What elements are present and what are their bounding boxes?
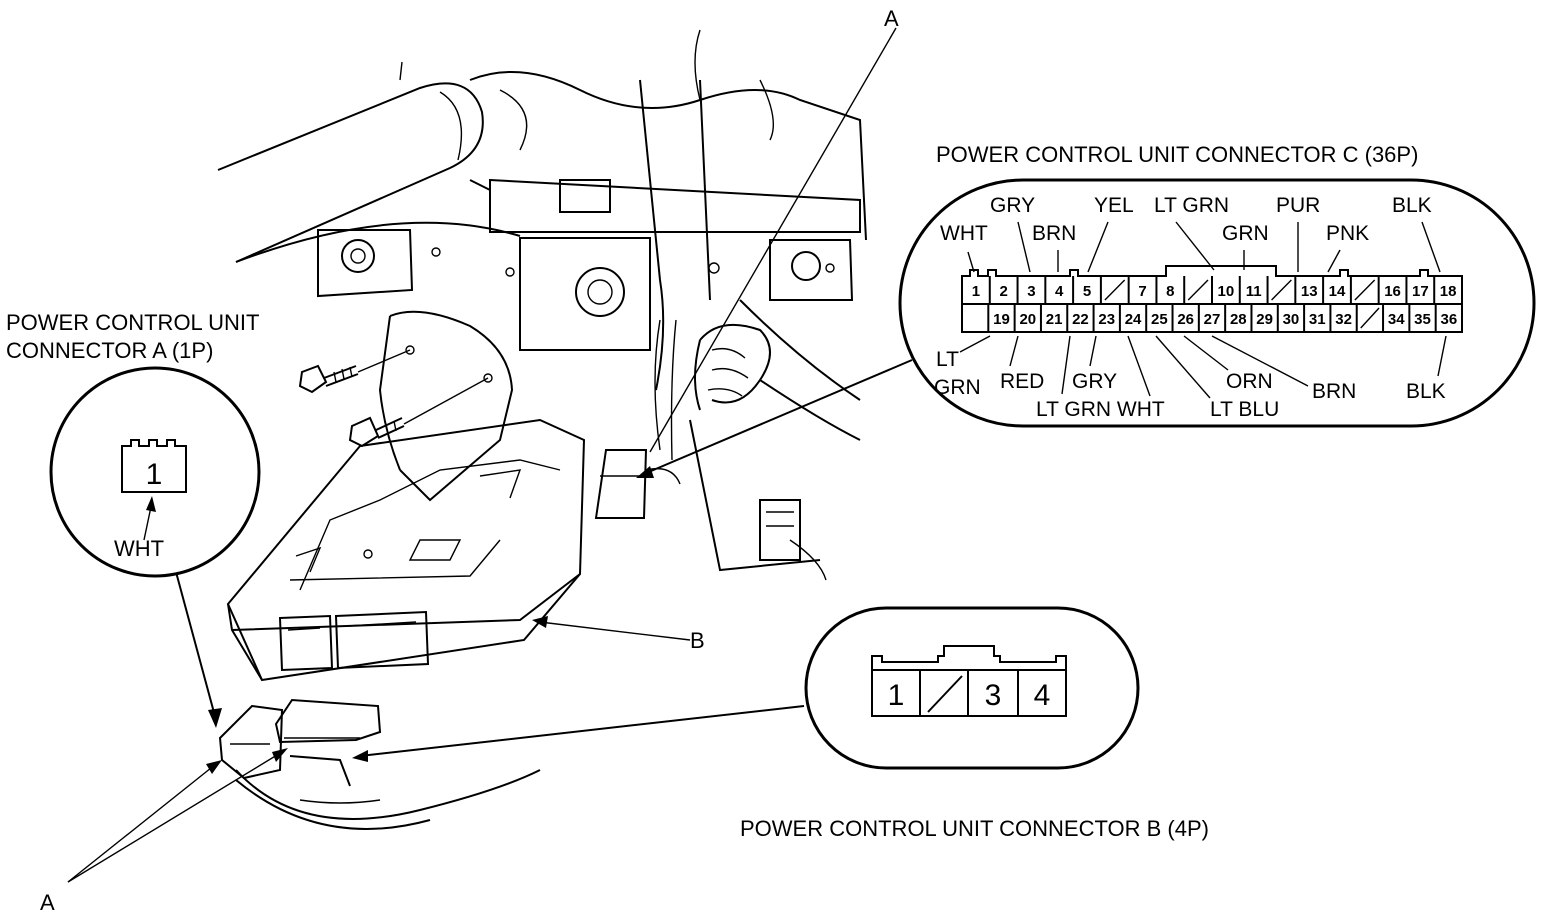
connector-a-title-line1: POWER CONTROL UNIT [6, 310, 259, 335]
connector-c-row2: 19 20 21 22 23 24 25 26 27 28 29 30 31 32 34 35 36 [987, 304, 1457, 332]
connector-a-title-line2: CONNECTOR A (1P) [6, 338, 213, 363]
connector-c-pin-19: 19 [993, 311, 1010, 328]
connector-c-pin-3: 3 [1027, 283, 1035, 300]
connector-b-face [871, 645, 1067, 717]
connector-b-pin-1: 1 [888, 679, 905, 712]
connector-c-pin-35: 35 [1414, 311, 1431, 328]
connector-c-pin-29: 29 [1256, 311, 1273, 328]
connector-c-face [961, 265, 1463, 333]
connector-c-pin-11: 11 [1246, 283, 1262, 300]
connector-c-title: POWER CONTROL UNIT CONNECTOR C (36P) [936, 142, 1418, 167]
blank-pin-slash [1354, 279, 1376, 301]
connector-a-pin: 1 [146, 458, 163, 491]
wire-label-blk-bottom: BLK [1406, 380, 1446, 403]
connector-c-row1: 1 2 3 4 5 7 8 10 11 13 14 16 17 18 [972, 276, 1457, 304]
wire-label-brn-top: BRN [1032, 222, 1076, 245]
wire-label-lt-grn-wht: LT GRN WHT [1036, 398, 1165, 421]
wire-label-wht: WHT [940, 222, 988, 245]
callout-lines [67, 27, 913, 883]
connector-c-pin-18: 18 [1440, 283, 1457, 300]
connector-c-pin-22: 22 [1072, 311, 1089, 328]
connector-c-pin-4: 4 [1055, 283, 1064, 300]
connector-c-pin-28: 28 [1230, 311, 1247, 328]
wire-label-brn-bottom: BRN [1312, 380, 1356, 403]
connector-c-pin-23: 23 [1098, 311, 1115, 328]
blank-pin-slash [1360, 307, 1380, 329]
wire-label-blk-top: BLK [1392, 194, 1432, 217]
blank-pin-slash [1104, 279, 1126, 301]
connector-c-pin-27: 27 [1204, 311, 1221, 328]
connector-b-title: POWER CONTROL UNIT CONNECTOR B (4P) [740, 816, 1209, 841]
connector-a-detail: 1 WHT [49, 366, 261, 578]
connector-c-pin-26: 26 [1177, 311, 1194, 328]
wire-label-red: RED [1000, 370, 1044, 393]
connector-c-pin-25: 25 [1151, 311, 1168, 328]
connector-c-pin-34: 34 [1388, 311, 1405, 328]
connector-c-pin-2: 2 [999, 283, 1007, 300]
connector-b-pin-4: 4 [1034, 679, 1051, 712]
connector-c-pin-17: 17 [1412, 283, 1429, 300]
connector-b-detail: 1 3 4 [804, 606, 1140, 770]
bottom-leader-lines [959, 335, 1447, 399]
wire-label-yel: YEL [1094, 194, 1134, 217]
connector-c-pin-30: 30 [1283, 311, 1300, 328]
top-leader-lines [967, 221, 1441, 273]
wire-label-gry-bottom: GRY [1072, 370, 1117, 393]
wire-label-orn: ORN [1226, 370, 1273, 393]
connector-c-pin-36: 36 [1440, 311, 1457, 328]
blank-pin-slash [1187, 279, 1209, 301]
connector-a-wire: WHT [114, 536, 164, 561]
connector-c-pin-13: 13 [1301, 283, 1318, 300]
connector-c-pin-24: 24 [1125, 311, 1142, 328]
wire-label-lt-grn-bottom-1: LT [936, 348, 959, 371]
callout-a-bottom: A [40, 890, 55, 915]
connector-c-pin-20: 20 [1019, 311, 1036, 328]
connector-c-pin-21: 21 [1046, 311, 1063, 328]
wire-label-grn: GRN [1222, 222, 1269, 245]
wire-label-lt-blu: LT BLU [1210, 398, 1279, 421]
connector-b-pin-3: 3 [985, 679, 1002, 712]
callout-b: B [690, 628, 705, 653]
connector-c-pin-7: 7 [1138, 283, 1146, 300]
connector-c-pin-16: 16 [1384, 283, 1401, 300]
connector-c-pin-1: 1 [972, 283, 980, 300]
connector-c-pin-14: 14 [1329, 283, 1346, 300]
wire-label-gry-top: GRY [990, 194, 1035, 217]
connector-c-pin-8: 8 [1166, 283, 1174, 300]
wire-label-lt-grn-top: LT GRN [1154, 194, 1229, 217]
wire-label-pnk: PNK [1326, 222, 1369, 245]
wire-label-lt-grn-bottom-2: GRN [934, 376, 981, 399]
callout-a-top: A [884, 6, 899, 31]
wire-label-pur: PUR [1276, 194, 1320, 217]
connector-c-pin-5: 5 [1083, 283, 1091, 300]
connector-c-pin-10: 10 [1218, 283, 1235, 300]
connector-a-face [121, 439, 187, 493]
blank-pin-slash [1271, 279, 1292, 301]
dashboard-illustration [217, 29, 867, 830]
connector-c-pin-32: 32 [1335, 311, 1352, 328]
connector-c-pin-31: 31 [1309, 311, 1326, 328]
